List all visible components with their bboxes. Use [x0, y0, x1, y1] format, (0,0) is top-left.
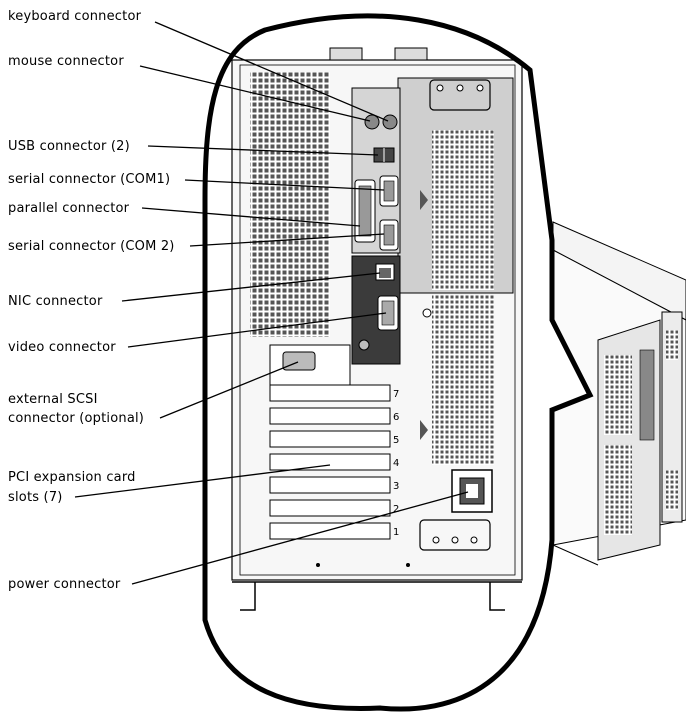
slot-number: 3: [393, 481, 399, 492]
nic-connector-label: NIC connector: [8, 294, 103, 309]
pci-slots-label-line2: slots (7): [8, 490, 63, 505]
magnified-back-panel: 7 6 5 4 3 2 1: [205, 15, 590, 710]
scsi-connector-label-line2: connector (optional): [8, 411, 145, 426]
keyboard-connector-label: keyboard connector: [8, 9, 142, 24]
slot-number: 7: [393, 389, 399, 400]
power-connector-label: power connector: [8, 577, 121, 592]
serial-com1-label: serial connector (COM1): [8, 172, 171, 187]
usb-connector-label: USB connector (2): [8, 139, 130, 154]
parallel-connector-label: parallel connector: [8, 201, 130, 216]
slot-number: 2: [393, 504, 399, 515]
pci-slots-graphic: 7 6 5 4 3 2 1: [269, 384, 399, 540]
video-connector-label: video connector: [8, 340, 116, 355]
slot-number: 6: [393, 412, 399, 423]
slot-number: 1: [393, 527, 399, 538]
serial-com2-label: serial connector (COM 2): [8, 239, 175, 254]
callout-bubble: [202, 13, 594, 712]
pci-slots-label-line1: PCI expansion card: [8, 470, 136, 485]
tower-overview: [552, 221, 686, 566]
scsi-connector-label-line1: external SCSI: [8, 392, 98, 407]
slot-number: 5: [393, 435, 399, 446]
mouse-connector-label: mouse connector: [8, 54, 124, 69]
slot-number: 4: [393, 458, 399, 469]
leader-lines: [74, 21, 469, 585]
